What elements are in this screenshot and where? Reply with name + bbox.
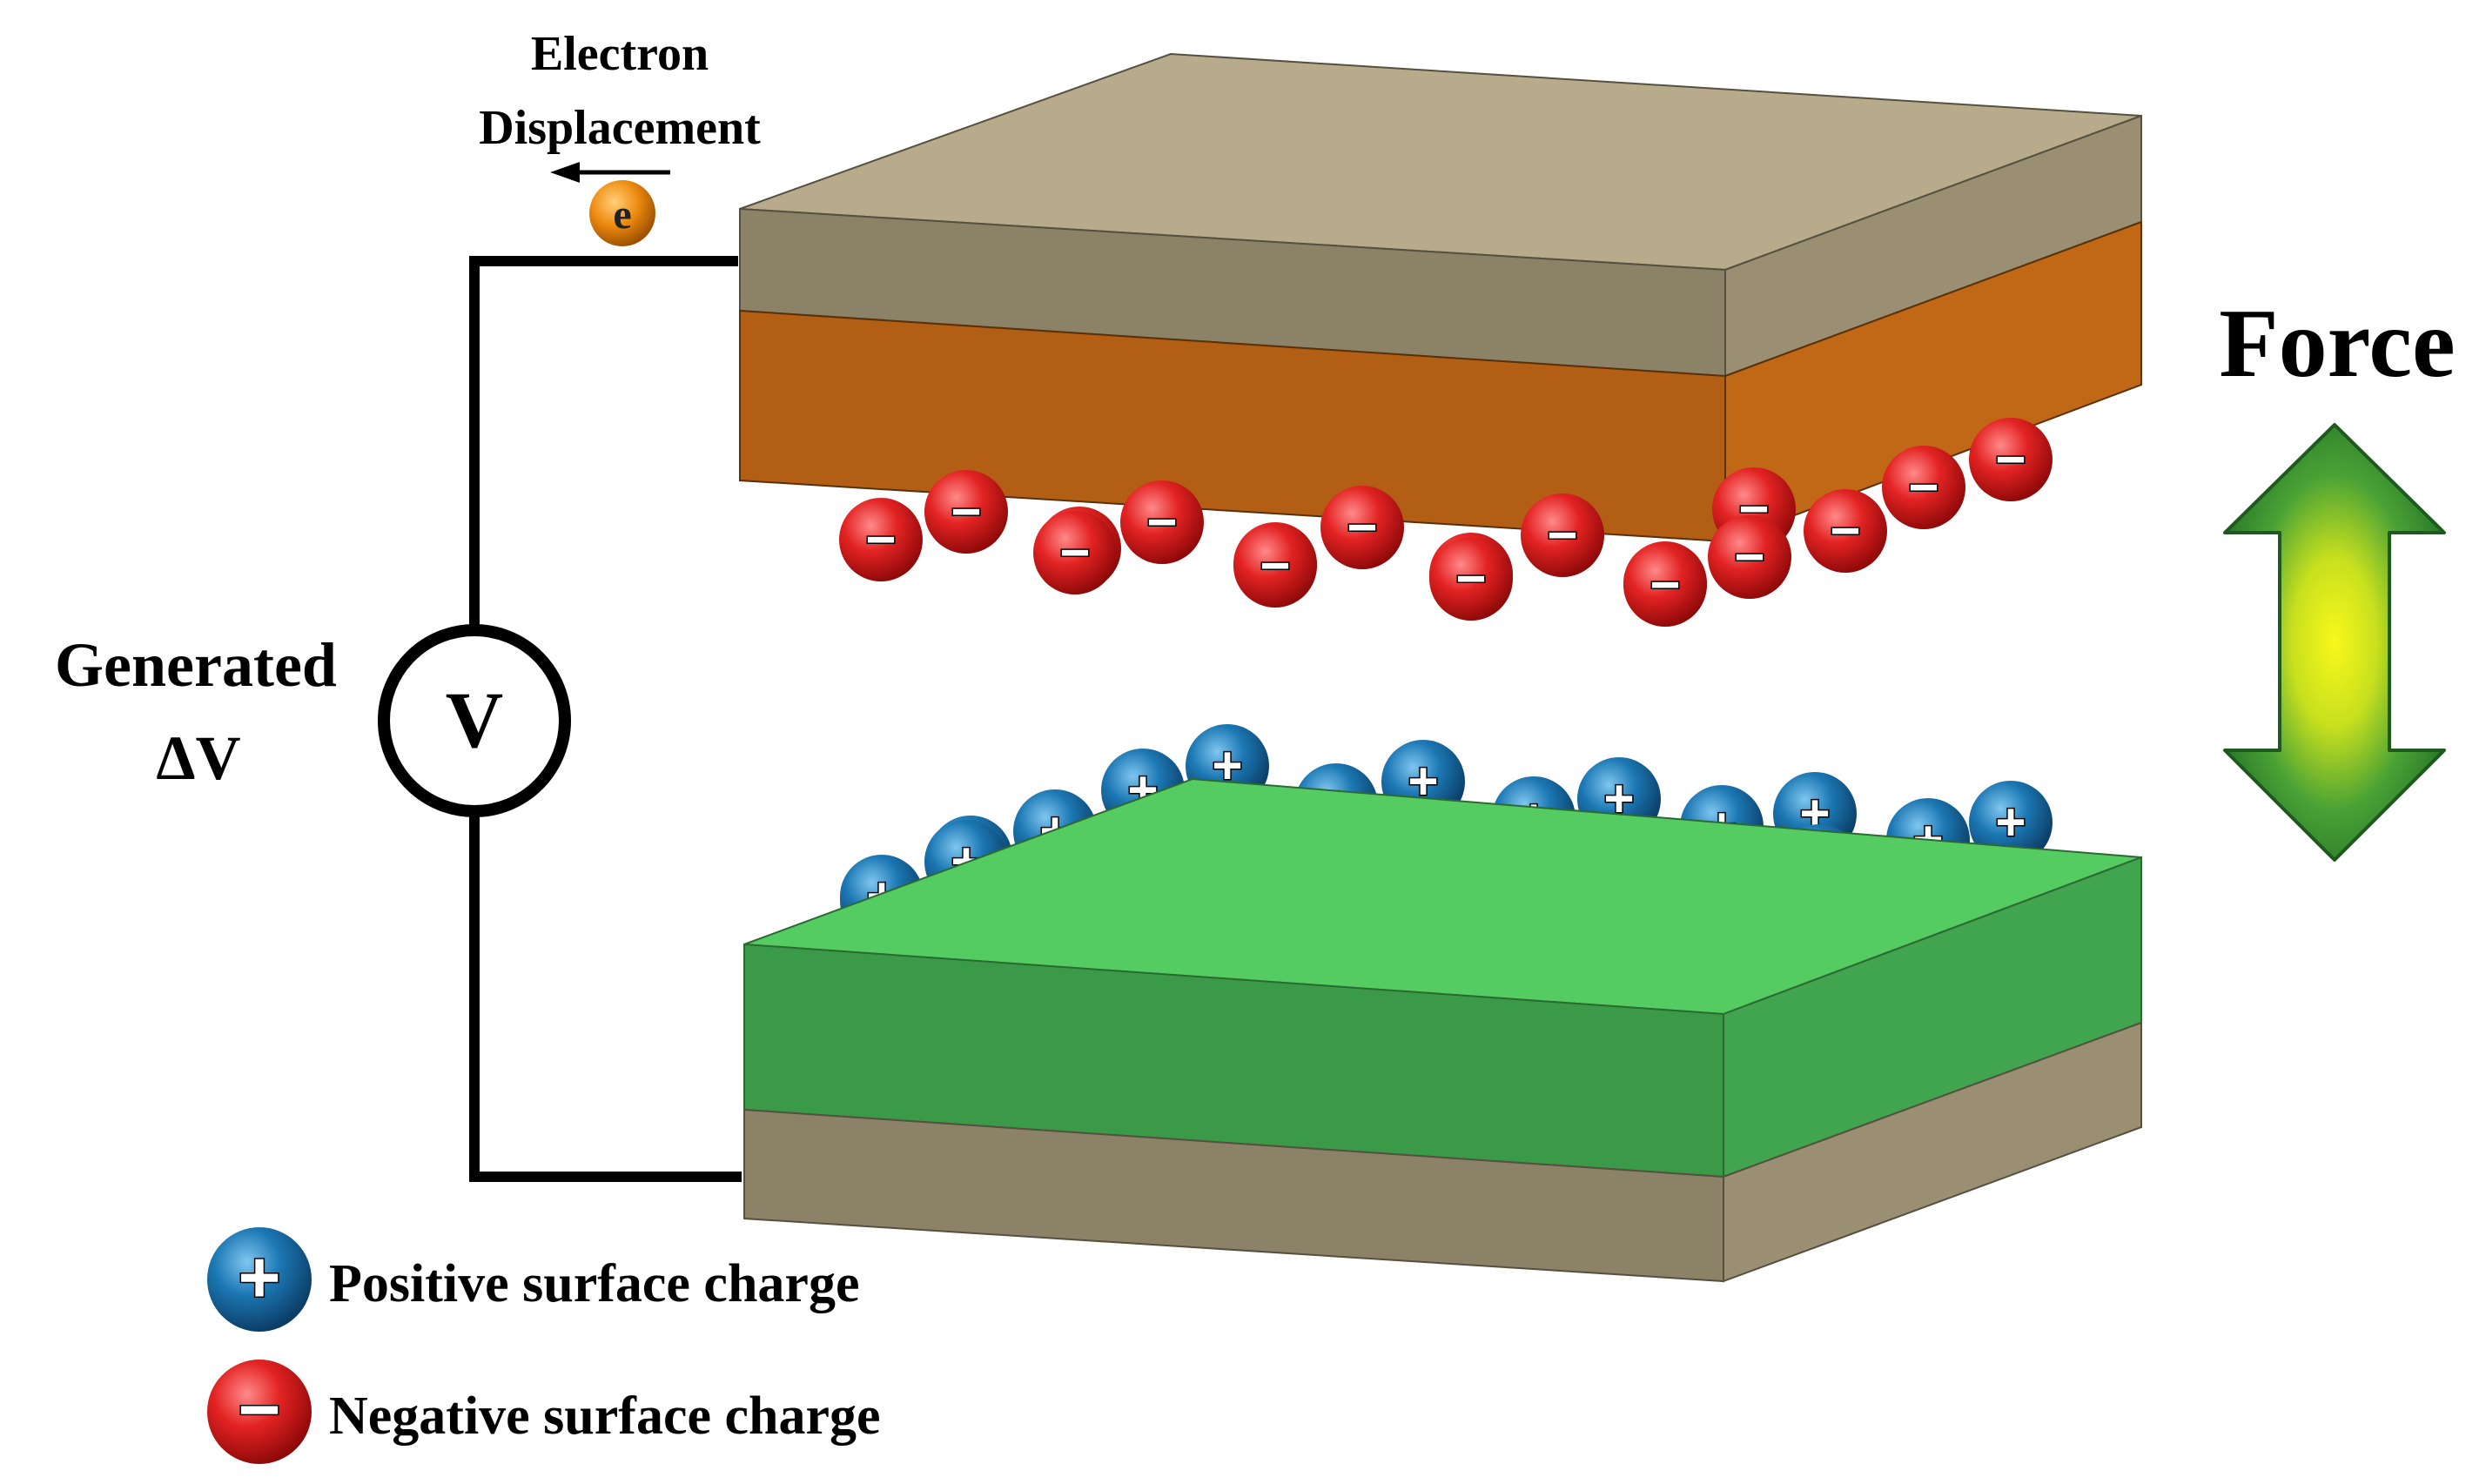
generated-delta-v: ΔV (156, 723, 240, 793)
voltmeter-symbol: V (446, 675, 503, 764)
svg-text:−: − (951, 482, 981, 541)
svg-text:−: − (1547, 506, 1577, 564)
negative-charge: − (1882, 446, 1965, 529)
svg-text:−: − (1908, 458, 1938, 516)
legend-negative-sign: − (238, 1368, 280, 1450)
voltmeter-circle (378, 624, 571, 817)
legend-positive: + Positive surface charge (207, 1227, 859, 1332)
svg-text:−: − (1830, 501, 1860, 560)
negative-charge: − (924, 470, 1008, 554)
legend-positive-sign: + (238, 1236, 280, 1318)
legend: + Positive surface charge − Negative sur… (207, 1227, 881, 1464)
voltmeter: V (378, 624, 571, 817)
electron-label: Electron (531, 27, 709, 81)
svg-text:−: − (1455, 549, 1486, 608)
legend-positive-text: Positive surface charge (329, 1254, 859, 1313)
bottom-electrode (743, 1021, 2142, 1283)
electron-arrow (550, 162, 670, 183)
displacement-label: Displacement (479, 101, 761, 155)
legend-positive-icon (207, 1227, 312, 1332)
negative-charges: −−−−−−−−−−−−−−−−−− (839, 418, 2053, 627)
legend-negative: − Negative surface charge (207, 1360, 881, 1464)
electron-icon: e (589, 180, 655, 246)
negative-charge: − (1804, 489, 1887, 573)
top-electrode (739, 52, 2142, 378)
negative-charge: − (1623, 543, 1707, 627)
force-label: Force (2219, 290, 2456, 398)
negative-charge: − (1233, 524, 1317, 608)
negative-charge: − (839, 498, 923, 581)
circuit-wire-bottom (469, 816, 742, 1182)
svg-text:−: − (1649, 555, 1680, 614)
svg-text:−: − (1146, 493, 1177, 551)
legend-negative-icon (207, 1360, 312, 1464)
negative-charge: − (1033, 511, 1117, 594)
negative-charge: − (1708, 515, 1791, 599)
svg-text:−: − (1995, 430, 2026, 488)
external-circuit (469, 256, 742, 1182)
negative-charge: − (1120, 480, 1204, 564)
force-double-arrow (2223, 423, 2446, 862)
bottom-electrode-side-face (1723, 1021, 2142, 1283)
svg-text:−: − (1347, 498, 1377, 556)
negative-charge: − (1429, 537, 1513, 621)
negative-charge: − (1969, 418, 2053, 501)
svg-text:−: − (1734, 527, 1764, 586)
svg-text:−: − (865, 510, 896, 568)
circuit-wire-top (469, 256, 738, 625)
electron-symbol: e (613, 191, 631, 238)
legend-negative-text: Negative surface charge (329, 1387, 881, 1446)
negative-charge: − (1320, 486, 1404, 569)
green-layer (743, 777, 2142, 1178)
generated-label: Generated (55, 630, 337, 700)
negative-charge: − (1521, 494, 1604, 577)
svg-text:+: + (1995, 793, 2026, 851)
positive-charge: + (1969, 781, 2053, 864)
svg-text:−: − (1059, 523, 1090, 581)
svg-text:−: − (1260, 536, 1290, 594)
